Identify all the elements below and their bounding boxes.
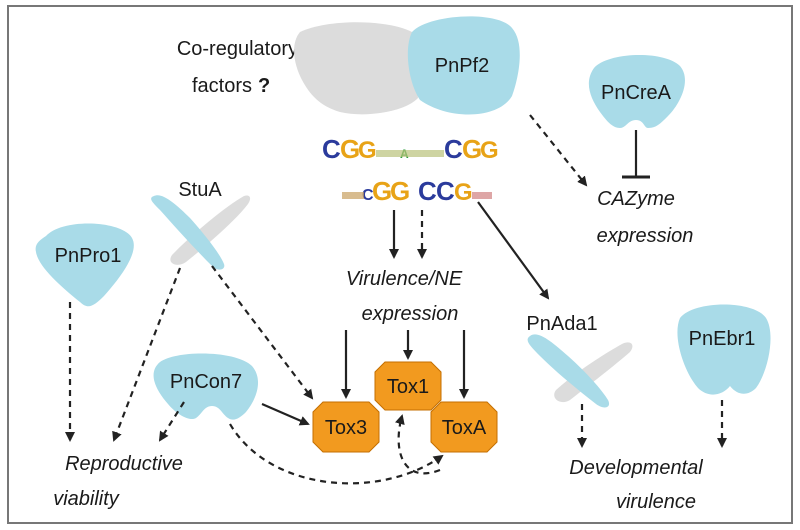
pnpro1-protein-shape	[35, 223, 134, 307]
cazyme-label-line1: CAZyme	[597, 188, 675, 210]
motif-row2-letter: G	[454, 179, 473, 206]
motif-small-letters	[342, 192, 364, 199]
motif-row1-letter: G	[358, 137, 377, 164]
toxa-label: ToxA	[442, 417, 487, 439]
virulence-label-line2: expression	[362, 303, 459, 325]
motif-row2-letter: G	[390, 176, 410, 206]
pnada1-grey-shape	[554, 342, 633, 403]
tox3-toxin-shape	[312, 401, 380, 453]
reproductive-label-line1: Reproductive	[65, 453, 183, 475]
toxa-toxin-shape	[430, 401, 498, 453]
tox1-toxin-shape	[374, 361, 442, 411]
developmental-label-line2: virulence	[616, 491, 696, 513]
coregulatory-label-line2: factors	[192, 75, 252, 97]
pnada1-label: PnAda1	[526, 313, 597, 335]
stua-to-tox3-arrow	[211, 265, 314, 400]
dna-binding-motif-logo: C G G A C G G C G G C C G	[322, 134, 499, 206]
motif-small-letters	[472, 192, 492, 199]
stua-label: StuA	[178, 179, 222, 201]
stua-protein-shape	[151, 195, 225, 270]
developmental-label-line1: Developmental	[569, 457, 703, 479]
pncrea-protein-shape	[588, 54, 685, 128]
tox3-label: Tox3	[325, 417, 367, 439]
pnpf2-protein-shape	[407, 16, 520, 115]
pnpro1-label: PnPro1	[55, 245, 122, 267]
stua-grey-shape	[170, 195, 251, 265]
pnpf2-label: PnPf2	[435, 55, 489, 77]
motif-row2-letter: C	[418, 176, 437, 206]
pncon7-protein-shape	[153, 353, 259, 420]
tox1-label: Tox1	[387, 376, 429, 398]
pncrea-label: PnCreA	[601, 82, 672, 104]
question-mark: ?	[258, 75, 270, 97]
pnada1-protein-shape	[527, 334, 610, 408]
cazyme-label-line2: expression	[597, 225, 694, 247]
pncon7-to-reproductive-arrow	[158, 401, 185, 442]
motif-row1-letter: C	[322, 134, 341, 164]
motif-row1-letter: G	[480, 137, 499, 164]
pnebr1-protein-shape	[677, 304, 771, 395]
motif-row1-letter: G	[462, 134, 482, 164]
reproductive-label-line2: viability	[53, 488, 120, 510]
motif-row1-letter: G	[340, 134, 360, 164]
pncon7-to-tox3-arrow	[261, 402, 310, 426]
motif-row2-letter: C	[436, 176, 455, 206]
motif-row1-letter: C	[444, 134, 463, 164]
motif-row2-letter: C	[362, 187, 374, 204]
virulence-label-line1: Virulence/NE	[346, 268, 463, 290]
coregulatory-label-line1: Co-regulatory	[177, 38, 298, 60]
coregulatory-factor-shape	[294, 22, 418, 115]
pnpf2-to-cazyme-arrow	[529, 114, 588, 187]
motif-small-letters	[376, 150, 444, 157]
motif-row2-letter: G	[372, 176, 392, 206]
pncon7-label: PnCon7	[170, 371, 242, 393]
stua-to-reproductive-arrow	[112, 267, 182, 442]
motif-to-pnada1-arrow	[477, 201, 550, 300]
pnebr1-label: PnEbr1	[689, 328, 756, 350]
